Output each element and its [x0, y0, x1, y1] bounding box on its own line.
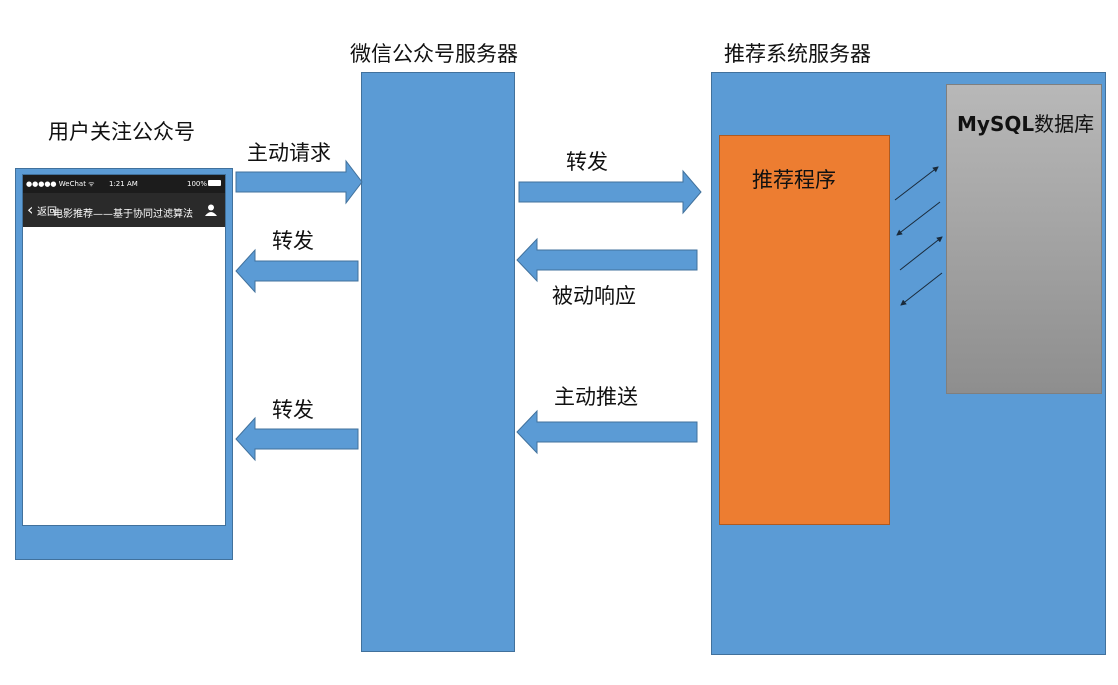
wechat-server-box: [361, 72, 515, 652]
arrow-active-push: [516, 409, 698, 455]
rec-program-box: 推荐程序: [719, 135, 890, 525]
user-icon[interactable]: [205, 204, 217, 216]
phone-nav-bar: ‹ 返回 电影推荐——基于协同过滤算法: [23, 193, 225, 227]
forward-label-1: 转发: [272, 229, 314, 253]
rec-server-label: 推荐系统服务器: [724, 42, 871, 66]
arrow-forward-left-2: [235, 416, 359, 462]
arrow-active-request: [235, 159, 363, 205]
battery-icon: [208, 180, 221, 186]
phone-mockup: ●●●●● WeChat ᯤ 1:21 AM 100% ‹ 返回 电影推荐——基…: [15, 168, 233, 560]
mysql-db-box: MySQL数据库: [946, 84, 1102, 394]
arrow-forward-left-1: [235, 248, 359, 294]
db-arrow-4: [900, 272, 943, 306]
db-arrow-1: [894, 166, 939, 201]
status-carrier: ●●●●● WeChat ᯤ: [26, 180, 95, 188]
back-chevron-icon[interactable]: ‹: [27, 200, 34, 219]
passive-response-label: 被动响应: [552, 284, 636, 308]
active-request-label: 主动请求: [247, 141, 331, 165]
arrow-passive-response: [516, 237, 698, 283]
back-button[interactable]: 返回: [37, 207, 57, 218]
active-push-label: 主动推送: [554, 385, 638, 409]
wechat-server-label: 微信公众号服务器: [350, 42, 518, 66]
rec-program-label: 推荐程序: [752, 168, 836, 192]
nav-title: 电影推荐——基于协同过滤算法: [53, 209, 193, 220]
status-time: 1:21 AM: [109, 180, 138, 188]
db-arrow-2: [896, 201, 941, 236]
forward-label-3: 转发: [272, 398, 314, 422]
arrow-forward-right: [518, 169, 702, 215]
forward-label-2: 转发: [566, 150, 608, 174]
db-arrow-3: [899, 236, 943, 271]
phone-status-bar: ●●●●● WeChat ᯤ 1:21 AM 100%: [23, 175, 225, 193]
mysql-label: MySQL数据库: [957, 112, 1095, 136]
user-follow-label: 用户关注公众号: [48, 120, 195, 144]
phone-screen: ●●●●● WeChat ᯤ 1:21 AM 100% ‹ 返回 电影推荐——基…: [22, 174, 226, 526]
status-battery: 100%: [187, 180, 208, 188]
